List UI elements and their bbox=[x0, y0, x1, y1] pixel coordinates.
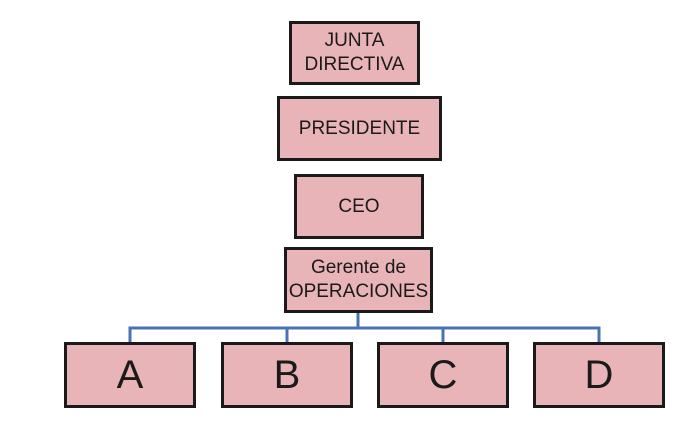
node-d: D bbox=[533, 342, 665, 408]
node-c-label: C bbox=[428, 353, 458, 397]
node-ceo-label: CEO bbox=[338, 195, 380, 217]
node-d-label: D bbox=[584, 353, 614, 397]
node-a-label: A bbox=[116, 353, 144, 397]
node-junta-line2: DIRECTIVA bbox=[304, 54, 405, 75]
node-junta-directiva: JUNTA DIRECTIVA bbox=[289, 21, 420, 85]
node-presidente-label: PRESIDENTE bbox=[298, 117, 421, 139]
node-gerente-operaciones: Gerente de OPERACIONES bbox=[284, 247, 433, 313]
node-ceo: CEO bbox=[294, 174, 424, 239]
node-gerente-line2: OPERACIONES bbox=[288, 281, 429, 302]
node-c: C bbox=[377, 342, 509, 408]
node-b-label: B bbox=[273, 353, 301, 397]
node-a: A bbox=[64, 342, 196, 408]
node-b: B bbox=[221, 342, 353, 408]
node-presidente: PRESIDENTE bbox=[277, 96, 442, 161]
node-junta-line1: JUNTA bbox=[324, 30, 385, 51]
node-gerente-line1: Gerente de bbox=[310, 257, 407, 278]
